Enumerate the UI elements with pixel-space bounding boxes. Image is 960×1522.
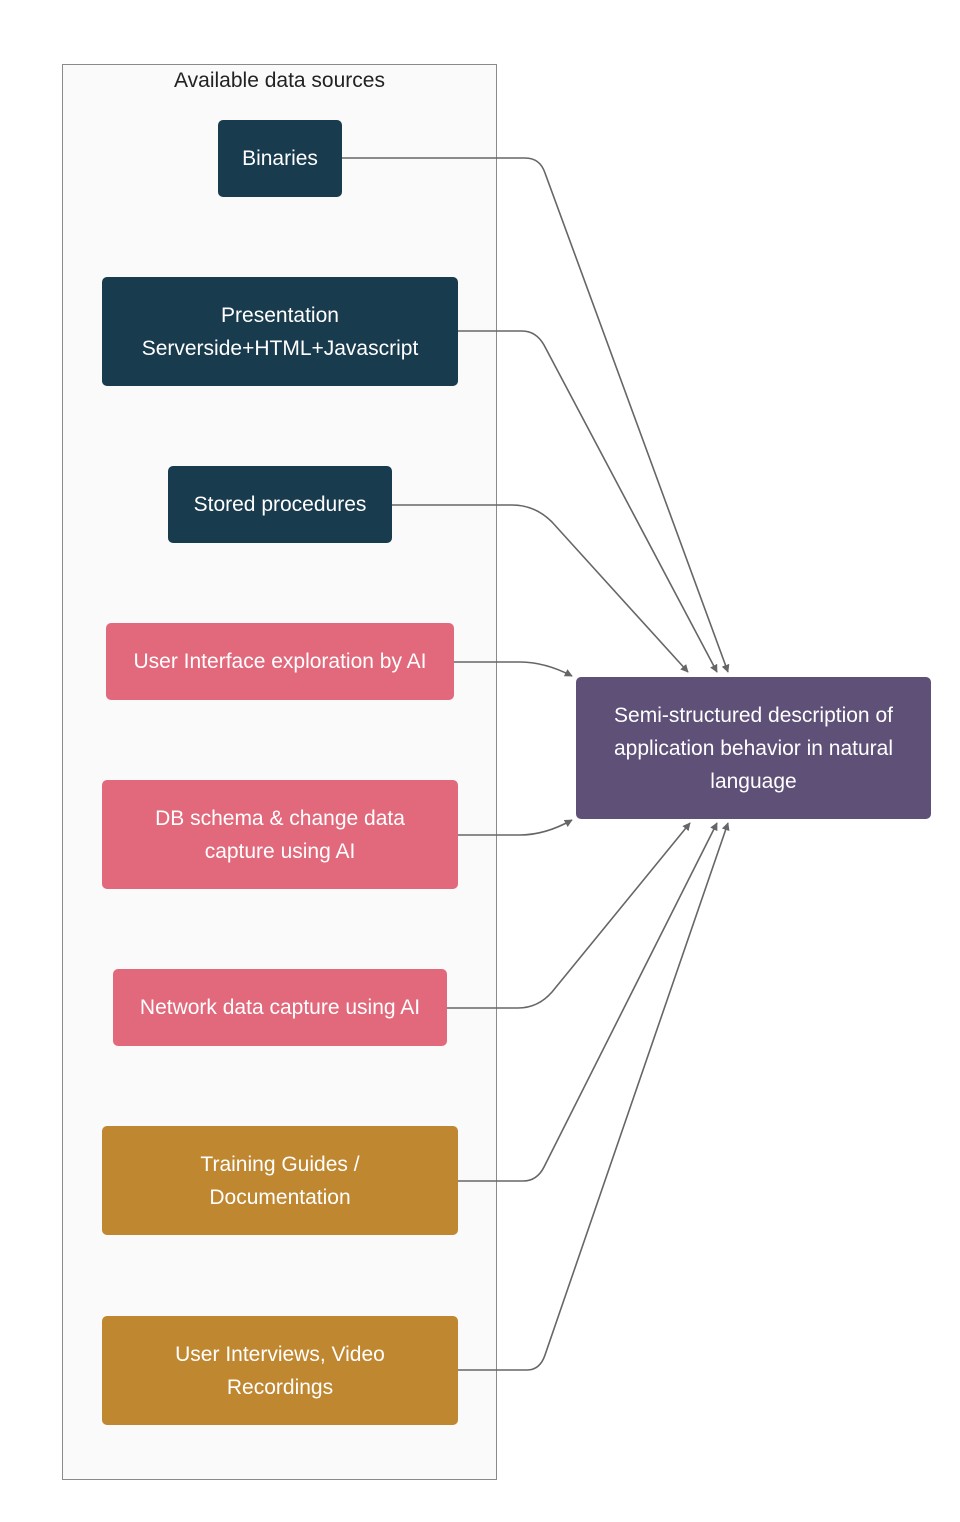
edge-presentation-to-target bbox=[458, 330, 718, 673]
node-network-capture: Network data capture using AI bbox=[113, 969, 447, 1046]
edge-network-capture-to-target bbox=[447, 822, 691, 1009]
node-target-description: Semi-structured description of applicati… bbox=[576, 677, 931, 819]
node-presentation: Presentation Serverside+HTML+Javascript bbox=[102, 277, 458, 386]
node-ui-exploration-label: User Interface exploration by AI bbox=[133, 650, 427, 673]
node-user-interviews-label: User Interviews, Video Recordings bbox=[175, 1342, 385, 1399]
node-ui-exploration: User Interface exploration by AI bbox=[106, 623, 454, 700]
node-db-schema-label: DB schema & change data capture using AI bbox=[155, 806, 405, 863]
node-stored-procedures: Stored procedures bbox=[168, 466, 392, 543]
node-training-guides-label: Training Guides / Documentation bbox=[200, 1152, 360, 1209]
edge-binaries-to-target bbox=[342, 157, 730, 673]
node-db-schema: DB schema & change data capture using AI bbox=[102, 780, 458, 889]
node-binaries-label: Binaries bbox=[242, 147, 318, 170]
edge-training-guides-to-target bbox=[458, 822, 718, 1182]
node-stored-procedures-label: Stored procedures bbox=[193, 493, 367, 516]
edge-db-schema-to-target bbox=[458, 819, 573, 836]
edge-stored-procedures-to-target bbox=[392, 504, 689, 673]
group-title: Available data sources bbox=[174, 69, 385, 92]
node-presentation-label: Presentation Serverside+HTML+Javascript bbox=[141, 303, 419, 360]
node-network-capture-label: Network data capture using AI bbox=[139, 996, 421, 1019]
node-binaries: Binaries bbox=[218, 120, 342, 197]
node-training-guides: Training Guides / Documentation bbox=[102, 1126, 458, 1235]
edge-ui-exploration-to-target bbox=[454, 661, 573, 677]
node-target-description-label: Semi-structured description of applicati… bbox=[613, 703, 894, 793]
edge-user-interviews-to-target bbox=[458, 822, 730, 1371]
node-user-interviews: User Interviews, Video Recordings bbox=[102, 1316, 458, 1425]
